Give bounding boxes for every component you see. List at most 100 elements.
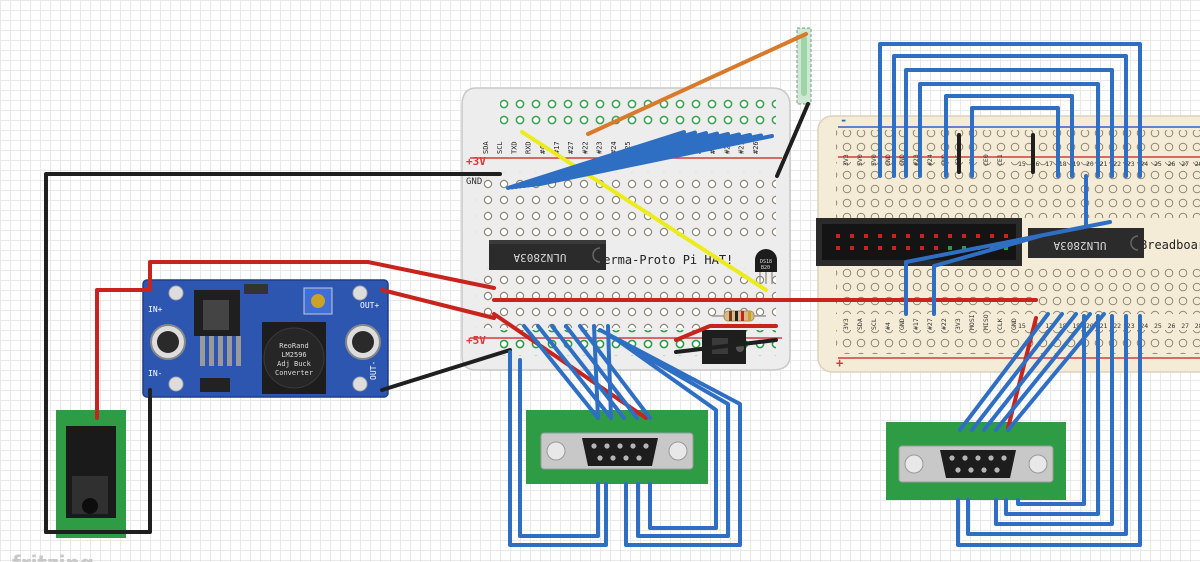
wire-yellow[interactable]: [520, 130, 768, 292]
wire-red-jack-buck[interactable]: [95, 288, 152, 420]
db9-pin: [1001, 455, 1007, 461]
bb-lower-holes: [836, 266, 1200, 314]
proto-pin-label: RXD: [525, 141, 533, 154]
header-pin: [892, 234, 896, 238]
wire-blue[interactable]: [966, 314, 1128, 536]
resistor[interactable]: [712, 310, 766, 322]
proto-pin-label: #17: [553, 141, 561, 154]
wire-red-resistor[interactable]: [674, 324, 778, 342]
db9-pin: [617, 443, 623, 449]
wire-red-buck-out[interactable]: [380, 288, 496, 320]
wire-black-proto-bottom[interactable]: [674, 338, 778, 354]
wire-blue[interactable]: [1004, 314, 1100, 516]
wire-black-gnd-main[interactable]: [44, 172, 502, 534]
db9-pin: [623, 455, 629, 461]
bb-bottom-label: 3V3: [954, 318, 962, 330]
wire-blue[interactable]: [994, 314, 1114, 526]
db9-pin: [955, 467, 961, 473]
wire-orange[interactable]: [586, 32, 808, 136]
header-pin: [864, 246, 868, 250]
wire-blue[interactable]: [578, 324, 652, 420]
db9-pin: [949, 455, 955, 461]
wire-blue[interactable]: [518, 358, 600, 538]
wire-blue[interactable]: [538, 134, 774, 186]
bb-column-number: 20: [1086, 322, 1094, 330]
wire-black-reed[interactable]: [775, 102, 810, 178]
wire-blue[interactable]: [918, 82, 1100, 178]
proto-pin-label: #24: [610, 141, 618, 154]
wire-blue[interactable]: [618, 340, 718, 530]
wire-blue[interactable]: [970, 106, 1060, 178]
bb-top-label: 3V3: [842, 154, 850, 166]
header-pin: [948, 234, 952, 238]
wire-blue[interactable]: [598, 328, 742, 547]
bb-minus-label: -: [840, 113, 847, 127]
wire-bundle-right-db9[interactable]: [904, 220, 1142, 547]
header-pin: [920, 234, 924, 238]
bb-column-number: 21: [1100, 160, 1108, 168]
wire-blue[interactable]: [904, 220, 1112, 316]
wire-blue[interactable]: [1016, 314, 1086, 506]
proto-pin-label: #23: [596, 141, 604, 154]
bb-column-number: 19: [1072, 160, 1080, 168]
wire-bundle-proto-diagonal[interactable]: [506, 130, 774, 190]
uln2803a-chip-right[interactable]: ULN2803A: [1028, 228, 1144, 258]
wire-blue[interactable]: [904, 68, 1114, 178]
bb-top-rail-holes: [836, 130, 1200, 154]
wire-blue[interactable]: [564, 324, 639, 420]
bb-column-number: 17: [1045, 160, 1053, 168]
buck-line4: Converter: [275, 369, 313, 377]
header-pin: [1004, 234, 1008, 238]
3v-label: +3V: [466, 155, 486, 168]
wire-blue[interactable]: [878, 42, 1142, 178]
bb-column-number: 23: [1127, 160, 1135, 168]
bb-column-number: 18: [1059, 160, 1067, 168]
bb-top-label: GND: [898, 154, 906, 166]
bb-column-number: 25: [1154, 160, 1162, 168]
wire-blue[interactable]: [958, 312, 1050, 432]
db9-connector-right[interactable]: [886, 422, 1066, 500]
bb-bottom-label: SDA: [856, 318, 864, 330]
wire-blue[interactable]: [956, 314, 1142, 547]
wire-blue[interactable]: [932, 234, 1042, 316]
wire-red-in-top[interactable]: [148, 260, 496, 292]
bb-top-label: CE1: [996, 154, 1004, 166]
buck-ic-legs: [200, 336, 241, 366]
header-pin: [934, 246, 938, 250]
wire-blue[interactable]: [608, 334, 730, 538]
sensor-line2: B20: [761, 265, 770, 271]
bb-column-number: 21: [1100, 322, 1108, 330]
bb-upper-holes: [836, 162, 1200, 218]
wire-blue[interactable]: [508, 350, 608, 547]
wire-blue[interactable]: [970, 312, 1064, 432]
wire-blue[interactable]: [892, 54, 1128, 178]
db9-pin: [604, 443, 610, 449]
header-pin: [906, 246, 910, 250]
wire-blue[interactable]: [982, 312, 1078, 432]
wire-black-buck-out[interactable]: [380, 348, 512, 392]
wire-blue[interactable]: [522, 324, 600, 420]
bb-column-number: 27: [1181, 322, 1189, 330]
dc-barrel-jack[interactable]: [56, 410, 126, 538]
buck-converter[interactable]: ReoRand LM2596 Adj Buck Converter IN+ IN…: [142, 279, 389, 398]
db9-connector-left[interactable]: [526, 410, 708, 484]
header-pin: [892, 246, 896, 250]
fritzing-watermark: fritzing: [12, 551, 94, 562]
bb-bottom-label: GND: [1010, 318, 1018, 330]
bb-top-label: GND: [884, 154, 892, 166]
wire-blue[interactable]: [1006, 312, 1106, 432]
wire-bundle-top-breadboard[interactable]: [878, 42, 1142, 228]
header-pin: [836, 246, 840, 250]
bb-column-number: 15: [1018, 322, 1026, 330]
reed-switch[interactable]: [796, 27, 812, 105]
wire-blue[interactable]: [944, 94, 1074, 178]
wire-blue[interactable]: [606, 324, 613, 420]
temperature-sensor[interactable]: DS18 B20: [755, 249, 777, 284]
wire-black-gnd-jack[interactable]: [44, 388, 152, 534]
uln2803a-chip-left[interactable]: ULN2803A: [489, 240, 606, 270]
bb-bottom-label: MISO: [982, 314, 990, 330]
db9-pin: [610, 455, 616, 461]
wire-blue[interactable]: [592, 324, 600, 420]
wire-blue[interactable]: [994, 312, 1092, 432]
wire-bundle-left-db9[interactable]: [508, 324, 742, 547]
